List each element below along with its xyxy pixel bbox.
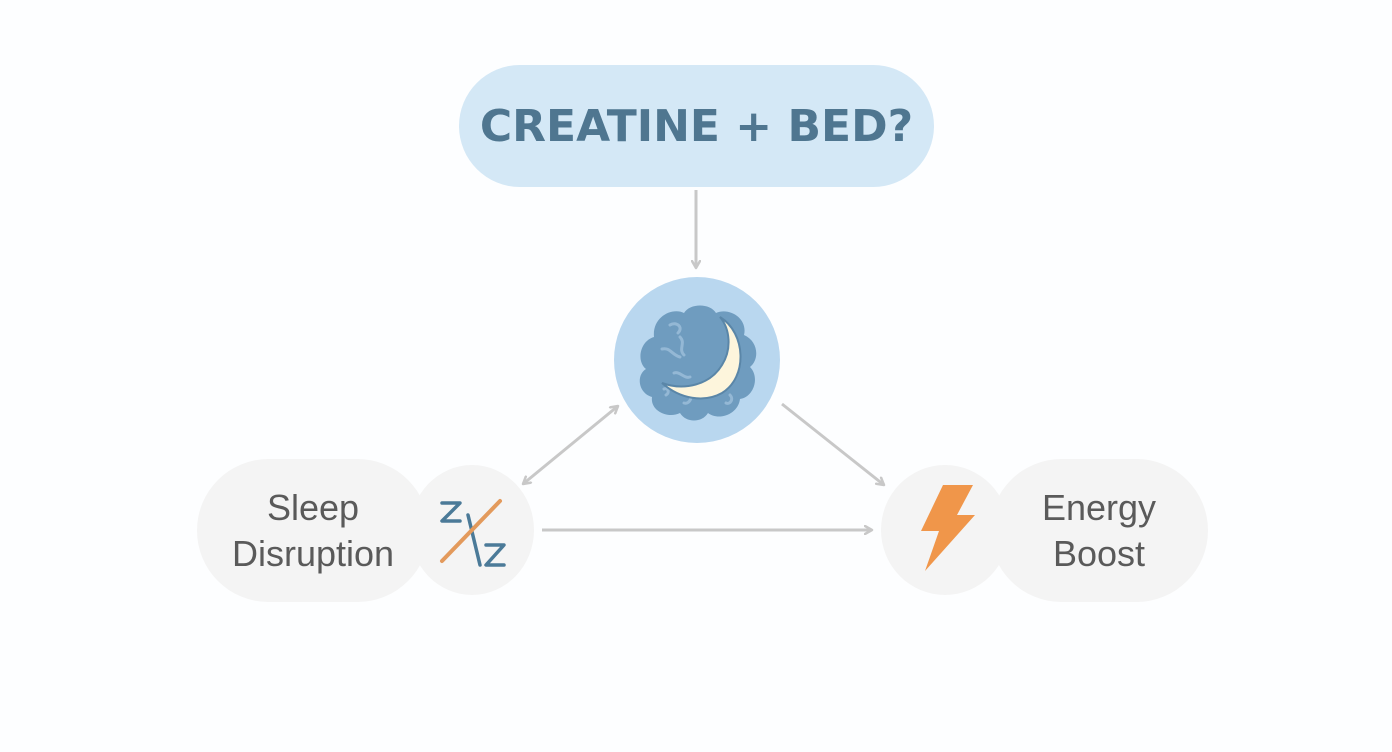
lightning-bolt-icon (921, 485, 975, 571)
bolt-icon-circle (881, 465, 1009, 595)
center-node (614, 277, 780, 443)
zz-icon-circle (410, 465, 534, 595)
sleep-disruption-node: Sleep Disruption (197, 459, 429, 602)
zz-disrupted-icon (440, 499, 506, 567)
brain-moon-icon (639, 305, 757, 421)
arrow-center-to-energy (781, 402, 884, 485)
sleep-label-line2: Disruption (231, 532, 395, 574)
energy-label-line1: Energy (1041, 486, 1157, 528)
arrow-center-to-sleep (523, 406, 618, 484)
title-text: CREATINE + BED? (479, 100, 914, 152)
sleep-label-line1: Sleep (266, 486, 360, 528)
title-node: CREATINE + BED? (459, 65, 934, 187)
energy-boost-node: Energy Boost (990, 459, 1208, 602)
energy-label-line2: Boost (1052, 532, 1146, 574)
